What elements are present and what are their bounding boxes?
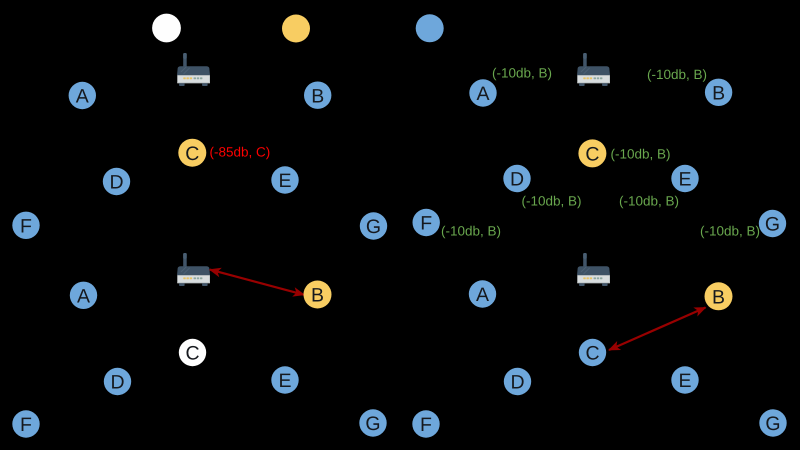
svg-text:B: B bbox=[712, 286, 725, 308]
svg-text:D: D bbox=[109, 172, 123, 194]
svg-text:(-10db, B): (-10db, B) bbox=[522, 194, 582, 209]
svg-text:B: B bbox=[311, 285, 324, 307]
svg-text:(-10db, B): (-10db, B) bbox=[700, 223, 760, 238]
svg-text:C: C bbox=[585, 144, 599, 166]
svg-text:A: A bbox=[77, 285, 90, 307]
svg-text:E: E bbox=[678, 169, 691, 191]
svg-text:G: G bbox=[765, 413, 780, 435]
svg-text:G: G bbox=[765, 214, 780, 236]
svg-text:C: C bbox=[585, 343, 599, 365]
svg-text:(-10db, B): (-10db, B) bbox=[619, 194, 679, 209]
svg-text:G: G bbox=[366, 216, 381, 238]
svg-text:A: A bbox=[76, 86, 89, 108]
svg-text:A: A bbox=[476, 284, 489, 306]
svg-text:C: C bbox=[185, 143, 199, 165]
svg-text:(-10db, B): (-10db, B) bbox=[441, 223, 501, 238]
svg-text:B: B bbox=[712, 82, 725, 104]
svg-text:E: E bbox=[278, 170, 291, 192]
svg-text:D: D bbox=[510, 372, 524, 394]
svg-text:(-85db, C): (-85db, C) bbox=[210, 144, 271, 159]
svg-text:(-10db, B): (-10db, B) bbox=[492, 65, 552, 80]
svg-text:(-10db, B): (-10db, B) bbox=[647, 67, 707, 82]
svg-text:E: E bbox=[278, 370, 291, 392]
svg-text:D: D bbox=[110, 372, 124, 394]
svg-text:E: E bbox=[678, 370, 691, 392]
svg-text:(-10db, B): (-10db, B) bbox=[611, 147, 671, 162]
svg-text:F: F bbox=[20, 414, 32, 436]
svg-text:F: F bbox=[420, 414, 432, 436]
svg-text:F: F bbox=[20, 215, 32, 237]
svg-text:F: F bbox=[420, 213, 432, 235]
svg-text:G: G bbox=[365, 413, 380, 435]
svg-text:C: C bbox=[185, 343, 199, 365]
svg-text:D: D bbox=[510, 169, 524, 191]
svg-text:B: B bbox=[311, 85, 324, 107]
svg-text:A: A bbox=[476, 83, 489, 105]
